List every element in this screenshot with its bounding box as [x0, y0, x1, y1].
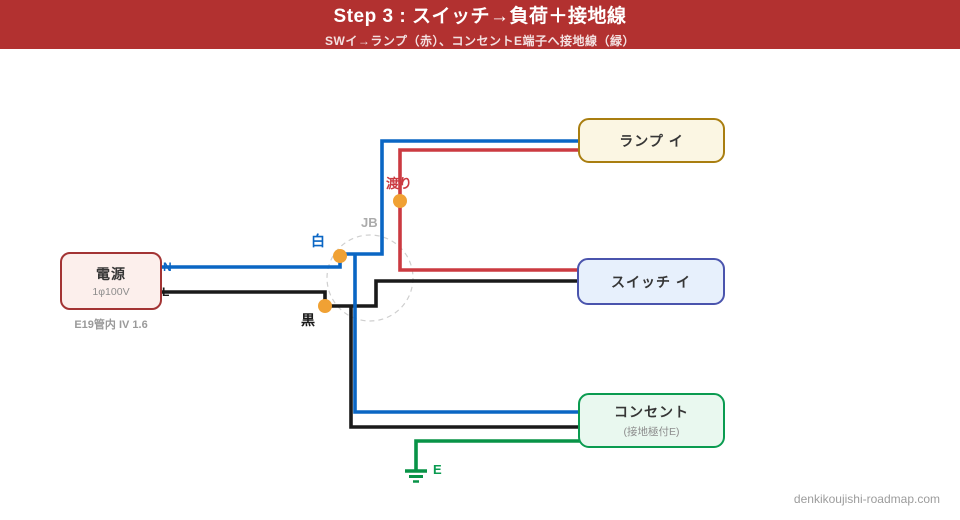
junction-box-label: JB	[361, 215, 378, 230]
wire-white-branch-to-outlet	[353, 254, 585, 414]
junction-dot-white-wire	[333, 249, 347, 263]
junction-dot-black-wire	[318, 299, 332, 313]
wire-green-earth	[414, 439, 585, 471]
terminal-l-label: L	[162, 285, 170, 299]
wire-red-switch-to-lamp	[398, 148, 585, 272]
power-source-box: 電源 1φ100V	[60, 252, 162, 310]
wire-black-live-to-switch	[155, 279, 585, 308]
lamp-label: ランプ イ	[619, 132, 684, 149]
power-source-label: 電源	[96, 266, 126, 282]
ground-symbol-icon	[405, 469, 427, 483]
outlet-sub-label: (接地極付E)	[623, 426, 680, 438]
terminal-n-label: N	[163, 260, 172, 274]
conduit-caption: E19管内 IV 1.6	[74, 319, 148, 331]
switch-label: スイッチ イ	[611, 273, 691, 290]
outlet-box: コンセント (接地極付E)	[578, 393, 725, 448]
lamp-box: ランプ イ	[578, 118, 725, 163]
black-wire-label: 黒	[301, 312, 315, 328]
site-watermark: denkikoujishi-roadmap.com	[793, 492, 940, 506]
outlet-label: コンセント	[614, 404, 689, 420]
junction-box-circle	[326, 234, 414, 322]
page-title: Step 3 : スイッチ→負荷＋接地線	[333, 6, 627, 27]
switch-box: スイッチ イ	[577, 258, 725, 305]
wire-white-neutral-to-lamp	[155, 139, 585, 269]
earth-terminal-label: E	[433, 462, 442, 477]
wire-black-branch-to-outlet	[349, 306, 585, 429]
crossover-label: 渡り	[386, 176, 413, 191]
crossover-dot-red-wire	[393, 194, 407, 208]
page-subtitle: SWイ→ランプ（赤）、コンセントE端子へ接地線（緑）	[325, 34, 635, 48]
white-wire-label: 白	[311, 233, 325, 249]
header: Step 3 : スイッチ→負荷＋接地線 SWイ→ランプ（赤）、コンセントE端子…	[0, 0, 960, 49]
power-source-spec: 1φ100V	[92, 286, 130, 298]
